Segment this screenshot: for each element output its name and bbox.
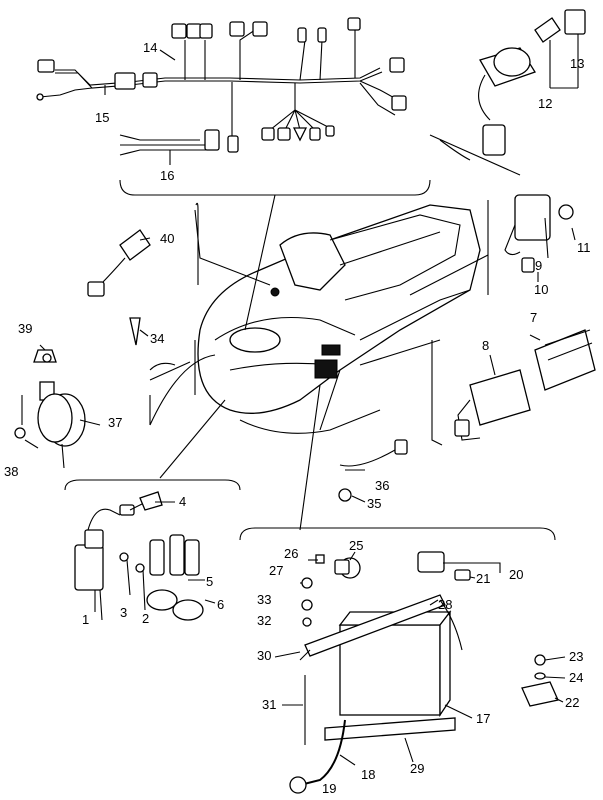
- callout-12: 12: [538, 96, 552, 111]
- callout-8: 8: [482, 338, 489, 353]
- callout-24: 24: [569, 670, 583, 685]
- callout-17: 17: [476, 711, 490, 726]
- callout-7: 7: [530, 310, 537, 325]
- callout-29: 29: [410, 761, 424, 776]
- battery-group: [239, 527, 559, 794]
- callout-10: 10: [534, 282, 548, 297]
- callout-21: 21: [476, 571, 490, 586]
- callout-14: 14: [143, 40, 157, 55]
- callout-4: 4: [179, 494, 186, 509]
- voltage-regulator: [504, 194, 574, 273]
- snowmobile-body: [149, 194, 489, 531]
- callout-40: 40: [160, 231, 174, 246]
- leader-lines: [24, 49, 576, 766]
- callout-32: 32: [257, 613, 271, 628]
- callout-1: 1: [82, 612, 89, 627]
- callout-numbers: 14 15 16 12 13 40 34 39 37 38 11 9 10 7 …: [4, 40, 591, 796]
- wire-harness: [36, 17, 431, 196]
- cdi-unit: [431, 329, 596, 446]
- callout-19: 19: [322, 781, 336, 796]
- callout-35: 35: [367, 496, 381, 511]
- callout-33: 33: [257, 592, 271, 607]
- callout-22: 22: [565, 695, 579, 710]
- callout-39: 39: [18, 321, 32, 336]
- callout-20: 20: [509, 567, 523, 582]
- switch-assembly: [338, 439, 408, 502]
- callout-15: 15: [95, 110, 109, 125]
- callout-23: 23: [569, 649, 583, 664]
- callout-28: 28: [438, 597, 452, 612]
- callout-30: 30: [257, 648, 271, 663]
- callout-9: 9: [535, 258, 542, 273]
- callout-5: 5: [206, 574, 213, 589]
- ignition-switch-assembly: [429, 9, 586, 176]
- callout-37: 37: [108, 415, 122, 430]
- callout-18: 18: [361, 767, 375, 782]
- ignition-coil-group: [64, 479, 241, 621]
- callout-25: 25: [349, 538, 363, 553]
- callout-34: 34: [150, 331, 164, 346]
- callout-38: 38: [4, 464, 18, 479]
- callout-6: 6: [217, 597, 224, 612]
- callout-13: 13: [570, 56, 584, 71]
- callout-3: 3: [120, 605, 127, 620]
- callout-11: 11: [577, 240, 591, 255]
- callout-31: 31: [262, 697, 276, 712]
- callout-36: 36: [375, 478, 389, 493]
- callout-27: 27: [269, 563, 283, 578]
- callout-2: 2: [142, 611, 149, 626]
- callout-16: 16: [160, 168, 174, 183]
- left-small-parts: [14, 229, 151, 469]
- callout-26: 26: [284, 546, 298, 561]
